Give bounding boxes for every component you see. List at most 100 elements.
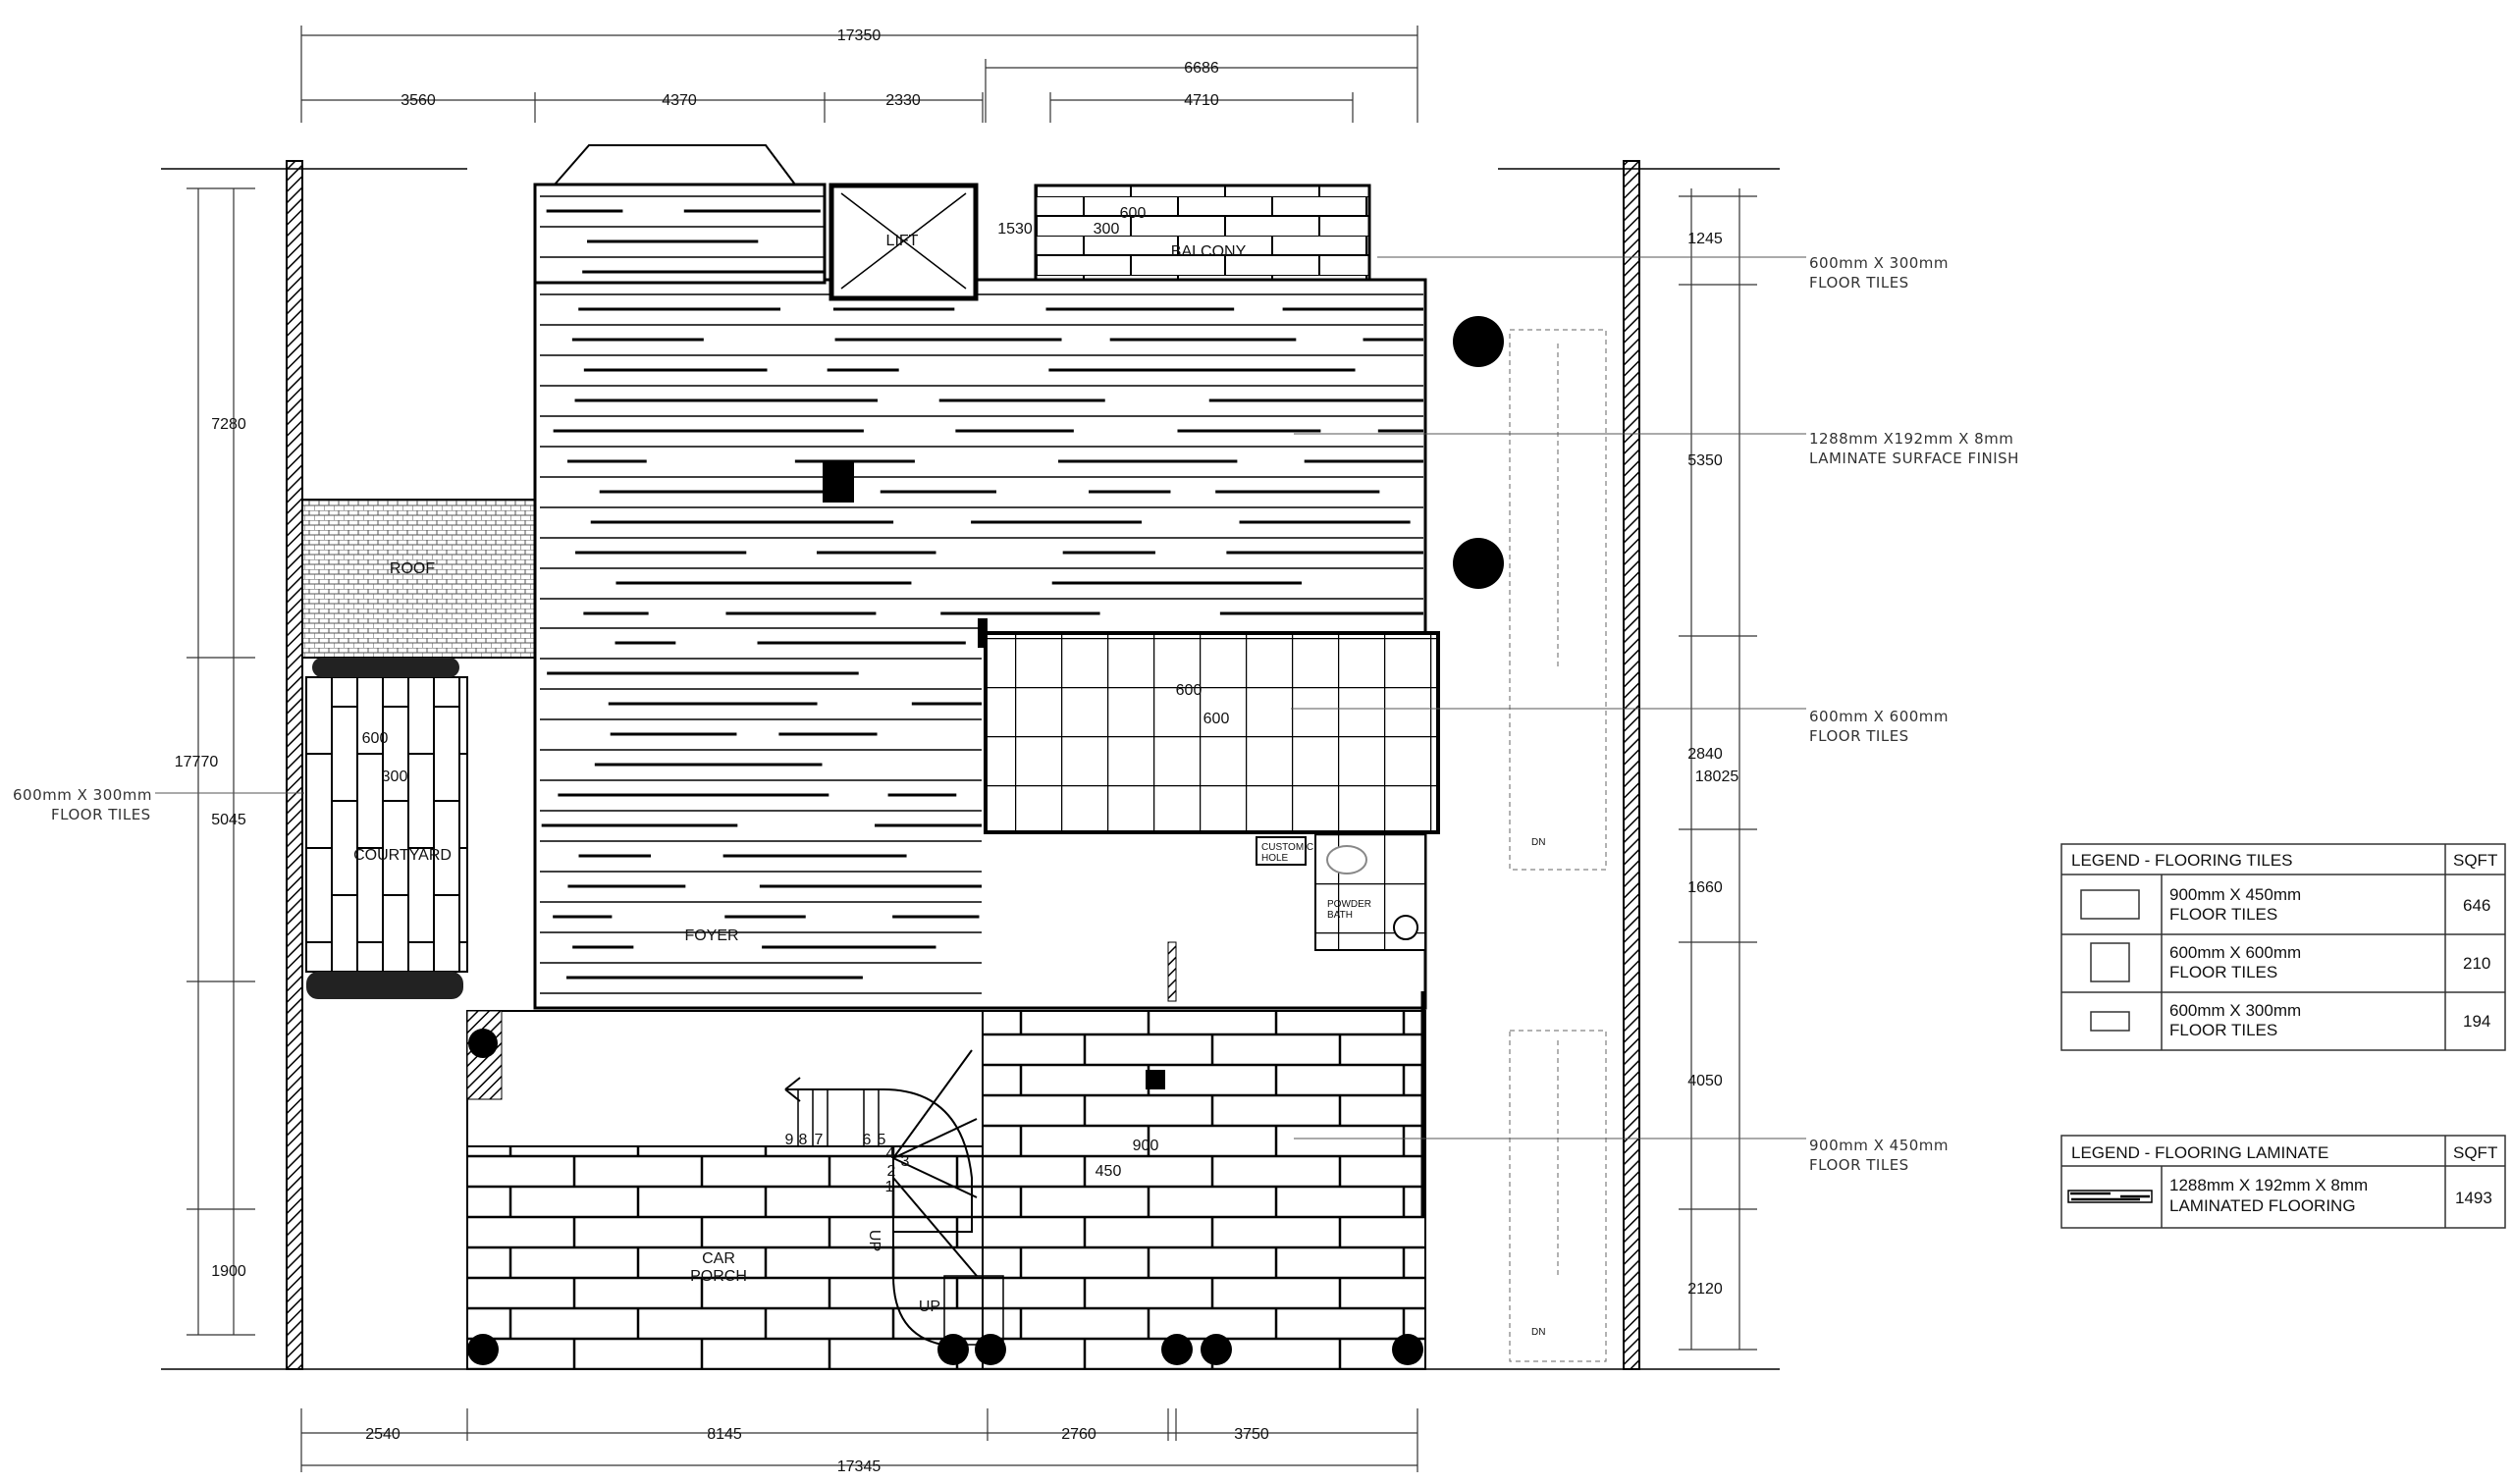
dim-right-5: 4050 bbox=[1687, 1073, 1723, 1089]
note-courtyard-tile: 600mm X 300mm bbox=[13, 786, 152, 804]
stair-dn-label-2: DN bbox=[1531, 1327, 1545, 1338]
laminate-flooring bbox=[540, 195, 1423, 1010]
tile-room-600x600 bbox=[984, 631, 1440, 834]
step-9: 9 bbox=[785, 1132, 794, 1148]
legend-tiles-unit: SQFT bbox=[2453, 851, 2497, 870]
legend-laminate-title: LEGEND - FLOORING LAMINATE bbox=[2071, 1143, 2328, 1162]
dim-right-6: 2120 bbox=[1687, 1281, 1723, 1298]
note-900-tile-2: FLOOR TILES bbox=[1809, 1156, 1909, 1174]
dim-left-1: 7280 bbox=[211, 416, 246, 433]
dim-bottom-4: 3750 bbox=[1234, 1426, 1269, 1443]
dimension-labels: 17350 3560 4370 2330 6686 4710 2540 8145… bbox=[175, 27, 1739, 1475]
note-600-tile: 600mm X 600mm bbox=[1809, 708, 1949, 725]
bay-window bbox=[554, 144, 796, 186]
dimension-lines bbox=[187, 26, 1757, 1472]
car-porch-tiles bbox=[466, 1145, 984, 1370]
stair-landing bbox=[466, 1010, 984, 1147]
dim-right-2: 5350 bbox=[1687, 452, 1723, 469]
legend-row-sqft: 1493 bbox=[2455, 1189, 2492, 1207]
label-car: CAR bbox=[702, 1250, 735, 1267]
label-courtyard: COURTYARD bbox=[353, 847, 452, 864]
legend-row-sqft: 210 bbox=[2463, 954, 2490, 973]
legend-row-sqft: 646 bbox=[2463, 896, 2490, 915]
step-5: 5 bbox=[878, 1132, 886, 1148]
legend-row-label: FLOOR TILES bbox=[2169, 905, 2277, 924]
dim-right-1: 1245 bbox=[1687, 231, 1723, 247]
legend-flooring-tiles bbox=[2060, 843, 2506, 1051]
legend-row-label: 600mm X 600mm bbox=[2169, 943, 2301, 962]
legend-row-label: FLOOR TILES bbox=[2169, 1021, 2277, 1039]
label-porch: PORCH bbox=[690, 1268, 747, 1285]
room-labels: LIFT BALCONY 1530 600 300 ROOF COURTYARD… bbox=[353, 205, 1371, 1285]
dim-courtyard-600: 600 bbox=[362, 730, 389, 747]
boundary-walls bbox=[161, 160, 1780, 1370]
legend-row-label: 900mm X 450mm bbox=[2169, 885, 2301, 904]
step-6: 6 bbox=[863, 1132, 872, 1148]
step-2: 2 bbox=[887, 1163, 896, 1180]
dim-right-4: 1660 bbox=[1687, 879, 1723, 896]
label-customic: CUSTOMIC bbox=[1261, 842, 1313, 853]
dim-left-2: 5045 bbox=[211, 812, 246, 828]
legend-flooring-laminate bbox=[2060, 1135, 2506, 1229]
step-7: 7 bbox=[815, 1132, 824, 1148]
step-8: 8 bbox=[799, 1132, 808, 1148]
stair-step-numbers: 9 8 7 6 5 4 3 2 1 UP UP bbox=[785, 1132, 941, 1315]
dim-courtyard-300: 300 bbox=[382, 768, 408, 785]
dim-top-right-overall: 6686 bbox=[1184, 60, 1219, 77]
note-balcony-tile: 600mm X 300mm bbox=[1809, 254, 1949, 272]
dim-bottom-overall: 17345 bbox=[837, 1458, 882, 1475]
roof-area bbox=[301, 499, 536, 659]
material-annotations: 600mm X 300mm FLOOR TILES 1288mm X192mm … bbox=[13, 254, 2019, 1174]
dim-top-2: 4370 bbox=[662, 92, 697, 109]
dim-balcony-600: 600 bbox=[1120, 205, 1147, 222]
planter-shrubs bbox=[306, 658, 463, 999]
dim-bottom-1: 2540 bbox=[365, 1426, 401, 1443]
label-lift: LIFT bbox=[886, 233, 919, 249]
label-hole: HOLE bbox=[1261, 853, 1289, 864]
building-envelope bbox=[466, 144, 1440, 1370]
legend-row-label: LAMINATED FLOORING bbox=[2169, 1196, 2356, 1215]
legend-tiles-title: LEGEND - FLOORING TILES bbox=[2071, 851, 2292, 870]
dim-right-overall: 18025 bbox=[1695, 768, 1739, 785]
columns bbox=[467, 316, 1504, 1365]
note-laminate-2: LAMINATE SURFACE FINISH bbox=[1809, 450, 2019, 467]
step-1: 1 bbox=[885, 1179, 894, 1195]
legend-laminate-text: LEGEND - FLOORING LAMINATE SQFT 1288mm X… bbox=[2071, 1143, 2497, 1215]
note-laminate: 1288mm X192mm X 8mm bbox=[1809, 430, 2013, 448]
label-roof: ROOF bbox=[390, 560, 435, 577]
dim-top-1: 3560 bbox=[401, 92, 436, 109]
stair-up-label-2: UP bbox=[919, 1298, 940, 1315]
legend-laminate-unit: SQFT bbox=[2453, 1143, 2497, 1162]
porch-right-tiles bbox=[982, 1010, 1426, 1370]
dim-balcony-300: 300 bbox=[1094, 221, 1120, 238]
legend-row-sqft: 194 bbox=[2463, 1012, 2490, 1031]
legend-tiles-text: LEGEND - FLOORING TILES SQFT 900mm X 450… bbox=[2071, 851, 2497, 1039]
stair-dn-label-1: DN bbox=[1531, 837, 1545, 848]
label-powder: POWDER bbox=[1327, 899, 1371, 910]
note-600-tile-2: FLOOR TILES bbox=[1809, 727, 1909, 745]
legend-row-label: FLOOR TILES bbox=[2169, 963, 2277, 981]
dim-room-600-w: 600 bbox=[1176, 682, 1203, 699]
stair-up-label: UP bbox=[866, 1230, 882, 1251]
courtyard-tiles bbox=[305, 676, 468, 973]
dim-left-3: 1900 bbox=[211, 1263, 246, 1280]
dim-porch-900: 900 bbox=[1133, 1138, 1159, 1154]
label-foyer: FOYER bbox=[684, 928, 738, 944]
legend-row-label: 1288mm X 192mm X 8mm bbox=[2169, 1176, 2368, 1194]
legend-row-label: 600mm X 300mm bbox=[2169, 1001, 2301, 1020]
dim-left-overall: 17770 bbox=[175, 754, 219, 770]
dim-right-3: 2840 bbox=[1687, 746, 1723, 763]
label-bath: BATH bbox=[1327, 910, 1353, 921]
step-3: 3 bbox=[901, 1153, 910, 1170]
dim-top-overall: 17350 bbox=[837, 27, 882, 44]
note-balcony-tile-2: FLOOR TILES bbox=[1809, 274, 1909, 292]
external-stairs bbox=[1509, 329, 1607, 1362]
balcony-tiles bbox=[1034, 184, 1371, 282]
note-courtyard-tile-2: FLOOR TILES bbox=[51, 806, 151, 823]
dim-bottom-3: 2760 bbox=[1061, 1426, 1096, 1443]
note-900-tile: 900mm X 450mm bbox=[1809, 1137, 1949, 1154]
dim-top-right: 4710 bbox=[1184, 92, 1219, 109]
staircase bbox=[784, 1049, 1004, 1346]
dim-bottom-2: 8145 bbox=[707, 1426, 742, 1443]
